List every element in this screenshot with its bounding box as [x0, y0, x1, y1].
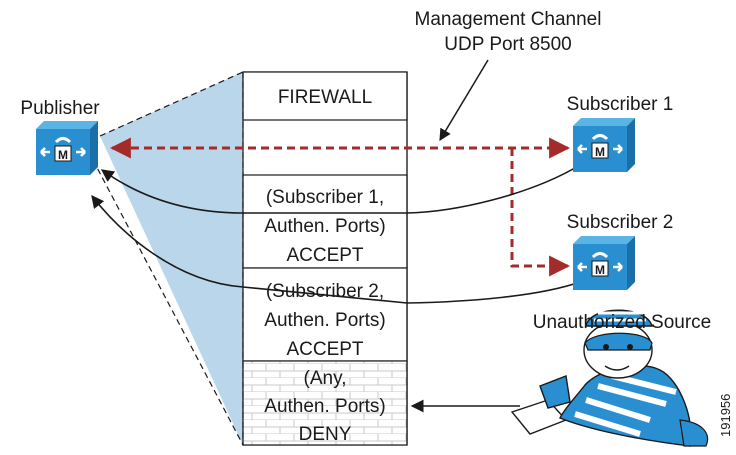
publisher-device: M — [34, 119, 100, 177]
wedge-edge-bottom — [92, 159, 244, 446]
subscriber-2-connection — [91, 194, 581, 304]
subscriber-1-badge: M — [595, 145, 605, 159]
subscriber-2-label: Subscriber 2 — [567, 212, 674, 233]
rule-3-line-3: DENY — [299, 424, 352, 445]
management-channel-branch-arrow — [510, 148, 571, 277]
annotation-pointer — [439, 59, 489, 142]
annotation-line-2: UDP Port 8500 — [444, 34, 571, 55]
rule-3-line-2: Authen. Ports) — [264, 396, 385, 417]
wedge-edge-top — [99, 71, 244, 137]
rule-1-line-1: (Subscriber 1, — [266, 187, 384, 208]
subscriber-2-badge: M — [595, 263, 605, 277]
subscriber-1-label: Subscriber 1 — [567, 94, 674, 115]
firewall-title-row — [242, 71, 408, 121]
rule-2-line-1: (Subscriber 2, — [266, 281, 384, 302]
firewall-title: FIREWALL — [278, 87, 372, 108]
publisher-badge: M — [58, 148, 68, 162]
firewall: FIREWALL (Subscriber 1, Authen. Ports) A… — [242, 71, 408, 446]
firewall-coverage-wedge — [100, 72, 243, 445]
annotation-line-1: Management Channel — [415, 9, 602, 30]
burglar-icon — [510, 309, 709, 447]
rule-2-line-2: Authen. Ports) — [264, 310, 385, 331]
subscriber-1-device: M — [571, 116, 637, 174]
rule-3-line-1: (Any, — [304, 368, 347, 389]
subscriber-1-connection — [100, 164, 581, 214]
rule-1-line-2: Authen. Ports) — [264, 216, 385, 237]
figure-id: 191956 — [718, 394, 733, 437]
unauthorized-source-label: Unauthorized Source — [533, 312, 712, 333]
rule-1-line-3: ACCEPT — [286, 245, 363, 266]
publisher-label: Publisher — [20, 98, 100, 119]
subscriber-2-device: M — [571, 234, 637, 292]
rule-2-line-3: ACCEPT — [286, 339, 363, 360]
